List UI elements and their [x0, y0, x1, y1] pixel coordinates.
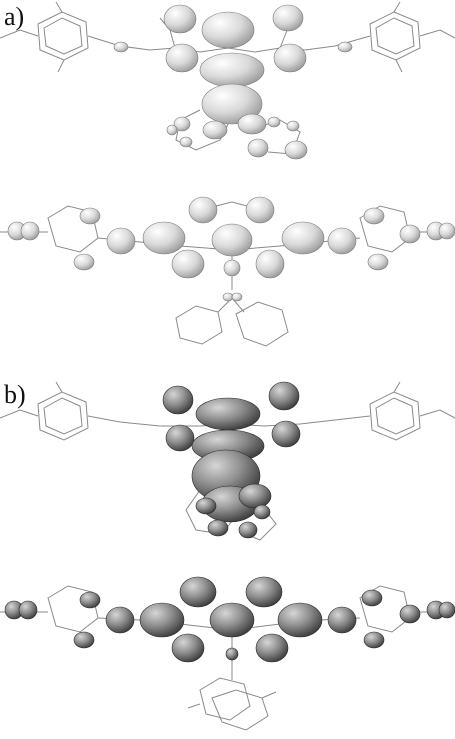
panel-a-bottom-molecule [0, 196, 455, 347]
panel-label-a: a) [4, 2, 25, 31]
panel-b-top-molecule [0, 381, 455, 541]
panel-b-bottom-molecule [0, 576, 455, 731]
orbital-lobes [113, 4, 353, 160]
orbital-lobes [4, 576, 455, 663]
orbital-lobes [7, 196, 455, 302]
wireframe [0, 381, 455, 541]
panel-a-top-molecule [0, 1, 455, 160]
orbital-lobes [162, 381, 301, 539]
panel-label-b: b) [4, 380, 26, 409]
